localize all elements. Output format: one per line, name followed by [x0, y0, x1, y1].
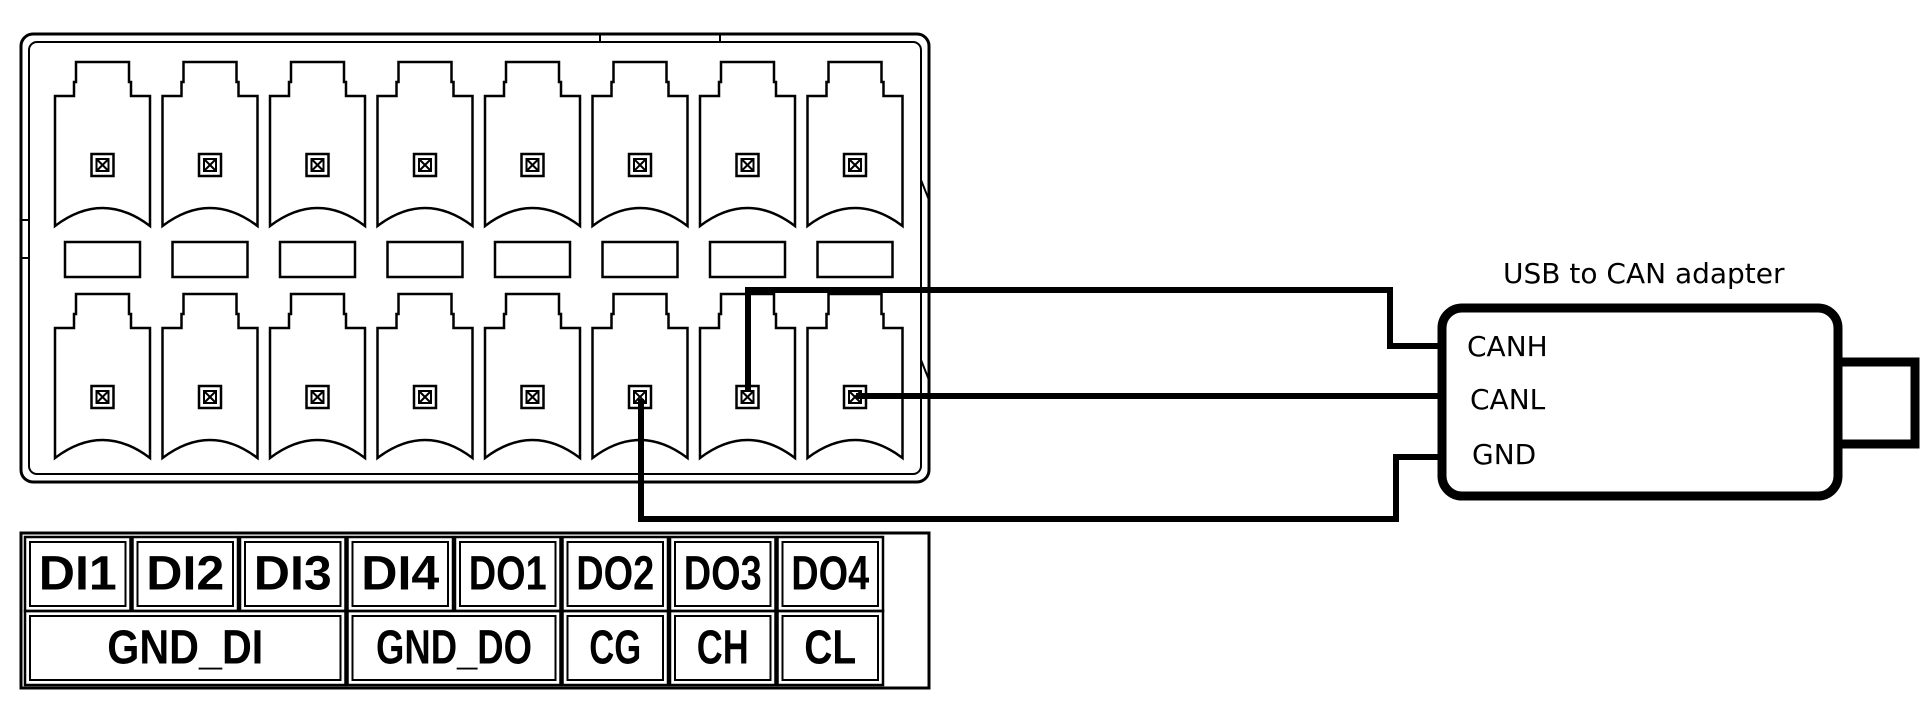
label-cell-di3: DI3	[238, 535, 347, 613]
label-text: CG	[589, 622, 641, 675]
separator-slot	[493, 240, 572, 279]
terminal-bottom-4	[376, 292, 474, 461]
label-cell-do4: DO4	[776, 535, 885, 613]
screw-icon	[197, 152, 223, 178]
label-text: DI2	[146, 548, 224, 601]
wire-canh	[745, 287, 1445, 391]
screw-icon	[90, 152, 115, 178]
label-text: GND_DI	[107, 622, 263, 675]
wires	[638, 287, 1445, 522]
terminal-top-8	[806, 60, 904, 229]
terminal-top-2	[161, 60, 259, 229]
terminal-bottom-6	[591, 292, 689, 461]
label-cell-cg: CG	[561, 609, 670, 687]
label-cell-di4: DI4	[346, 535, 455, 613]
screw-icon	[520, 152, 545, 178]
label-text: DO4	[791, 548, 869, 601]
screw-icon	[412, 384, 438, 410]
label-text: DI1	[39, 548, 117, 601]
terminal-bottom-2	[161, 292, 259, 461]
label-cell-di1: DI1	[23, 535, 132, 613]
screw-icon	[412, 152, 438, 178]
adapter-body	[1437, 303, 1843, 501]
terminal-top-3	[268, 60, 367, 229]
pin-label-canh: CANH	[1467, 330, 1548, 363]
terminal-bottom-1	[53, 292, 152, 461]
label-text: DO2	[576, 548, 654, 601]
screw-icon	[735, 152, 760, 178]
screw-icon	[627, 152, 653, 178]
label-text: DO3	[684, 548, 762, 601]
terminal-top-7	[698, 60, 797, 229]
label-cell-di2: DI2	[131, 535, 240, 613]
usb-plug	[1838, 357, 1920, 449]
terminals-top-row	[53, 60, 904, 229]
terminal-top-1	[53, 60, 152, 229]
label-cell-ch: CH	[668, 609, 777, 687]
label-cell-cl: CL	[776, 609, 885, 687]
adapter-title: USB to CAN adapter	[1503, 257, 1785, 290]
screw-icon	[305, 152, 330, 178]
separator-slot	[63, 240, 142, 279]
separator-slot	[816, 240, 894, 279]
label-row-top: DI1 DI2 DI3 DI4 DO1 DO2 DO3 DO4	[23, 535, 885, 613]
screw-icon	[305, 384, 330, 410]
label-text: CH	[697, 622, 749, 675]
label-cell-gnd-di: GND_DI	[23, 609, 347, 687]
terminal-top-6	[591, 60, 689, 229]
terminal-separators	[63, 240, 894, 279]
separator-slot	[386, 240, 464, 279]
label-text: DI4	[361, 548, 439, 601]
terminal-label-table: DI1 DI2 DI3 DI4 DO1 DO2 DO3 DO4 GND_DI GND_DO CG C…	[19, 531, 931, 690]
screw-icon	[520, 384, 545, 410]
screw-icon	[90, 384, 115, 410]
pin-label-canl: CANL	[1470, 383, 1546, 416]
terminals-bottom-row	[53, 292, 904, 461]
wire-gnd	[638, 399, 1445, 522]
pin-label-gnd: GND	[1472, 438, 1536, 471]
screw-icon	[842, 152, 868, 178]
screw-icon	[197, 384, 223, 410]
separator-slot	[708, 240, 787, 279]
label-text: CL	[804, 622, 856, 675]
label-cell-do1: DO1	[453, 535, 562, 613]
separator-slot	[278, 240, 357, 279]
label-cell-do2: DO2	[561, 535, 670, 613]
separator-slot	[601, 240, 679, 279]
label-row-bottom: GND_DI GND_DO CG CH CL	[23, 609, 885, 687]
terminal-top-5	[483, 60, 582, 229]
screw-icon	[842, 384, 868, 410]
terminal-bottom-3	[268, 292, 367, 461]
label-cell-do3: DO3	[668, 535, 777, 613]
terminal-bottom-8	[806, 292, 904, 461]
separator-slot	[171, 240, 249, 279]
label-text: GND_DO	[376, 622, 532, 675]
label-text: DI3	[254, 548, 332, 601]
screw-icon	[735, 384, 760, 410]
terminal-bottom-5	[483, 292, 582, 461]
label-text: DO1	[469, 548, 547, 601]
usb-can-adapter: USB to CAN adapter CANH CANL GND	[1437, 257, 1920, 501]
label-table-outer	[19, 531, 931, 690]
terminal-block	[19, 32, 931, 484]
terminal-top-4	[376, 60, 474, 229]
label-cell-gnd-do: GND_DO	[346, 609, 562, 687]
